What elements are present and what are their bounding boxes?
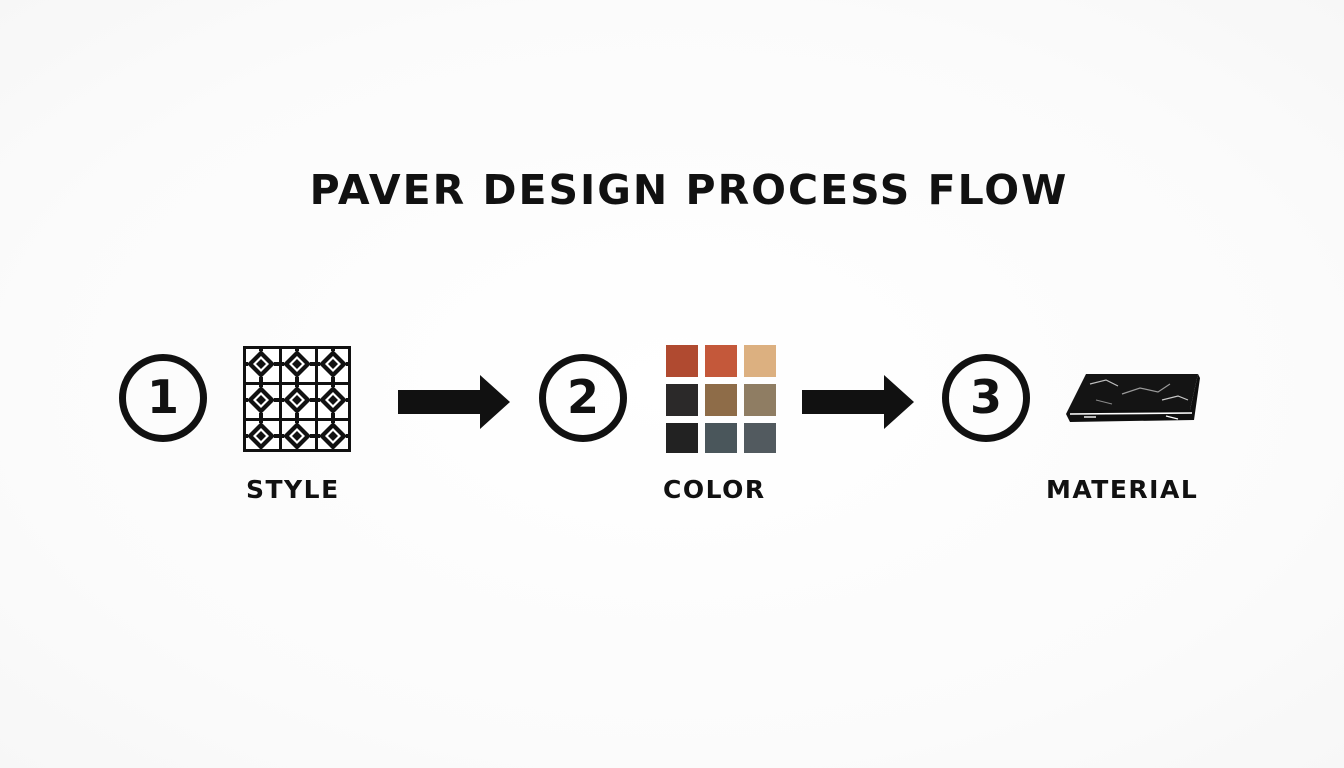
color-swatch-grid-icon bbox=[666, 345, 776, 453]
step-3-label: MATERIAL bbox=[1046, 475, 1199, 504]
step-1-number: 1 bbox=[146, 370, 179, 424]
step-1-label: STYLE bbox=[246, 475, 340, 504]
step-2-number: 2 bbox=[566, 370, 599, 424]
color-swatch bbox=[744, 345, 776, 377]
color-swatch bbox=[666, 423, 698, 453]
color-swatch bbox=[705, 423, 737, 453]
diagram-title: PAVER DESIGN PROCESS FLOW bbox=[309, 166, 1069, 214]
color-swatch bbox=[744, 423, 776, 453]
stone-slab-icon bbox=[1066, 370, 1202, 428]
step-2-label: COLOR bbox=[663, 475, 766, 504]
right-arrow-icon bbox=[398, 375, 510, 429]
color-swatch bbox=[666, 345, 698, 377]
step-3-number: 3 bbox=[969, 370, 1002, 424]
step-2-number-badge: 2 bbox=[539, 354, 627, 442]
geometric-pattern-icon bbox=[243, 346, 351, 452]
color-swatch bbox=[705, 345, 737, 377]
color-swatch bbox=[705, 384, 737, 416]
color-swatch bbox=[744, 384, 776, 416]
step-1-number-badge: 1 bbox=[119, 354, 207, 442]
right-arrow-icon bbox=[802, 375, 914, 429]
color-swatch bbox=[666, 384, 698, 416]
step-3-number-badge: 3 bbox=[942, 354, 1030, 442]
